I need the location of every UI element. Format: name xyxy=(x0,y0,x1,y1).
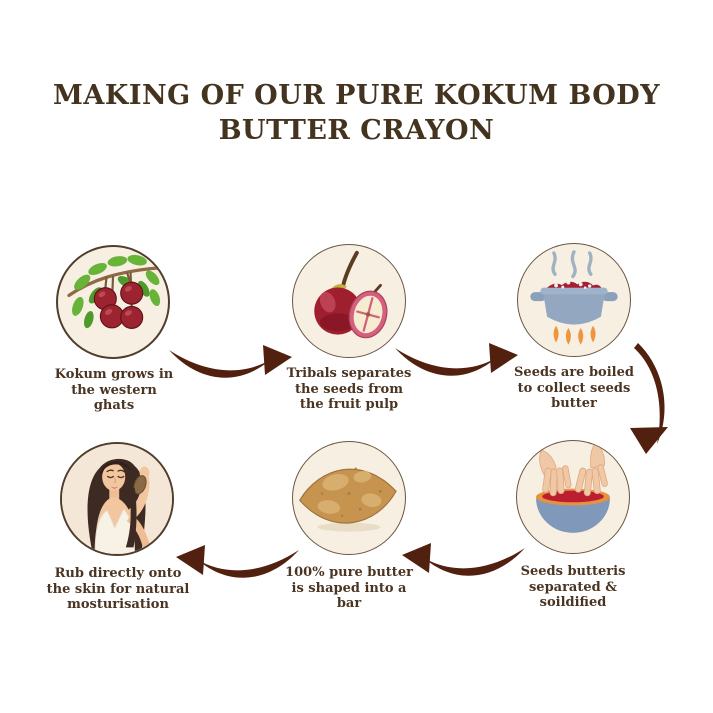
step-3-circle xyxy=(517,243,631,357)
arrow-step2-to-step3-icon xyxy=(395,343,518,376)
boiling-pot-icon xyxy=(530,250,618,345)
arrow-step4-to-step5-icon xyxy=(402,543,525,576)
arrow-step1-to-step2-icon xyxy=(169,345,292,378)
step-5-caption: 100% pure butter is shaped into a bar xyxy=(285,565,413,611)
step-3-caption: Seeds are boiled to collect seeds butter xyxy=(514,365,634,411)
kokum-fruit-cut-icon xyxy=(314,250,388,339)
woman-applying-butter-icon xyxy=(62,444,172,554)
step-6-caption: Rub directly onto the skin for natural m… xyxy=(46,566,190,612)
page-title: MAKING OF OUR PURE KOKUM BODY BUTTER CRA… xyxy=(53,80,660,146)
kokum-branch-icon xyxy=(67,254,161,329)
hands-kneading-bowl-icon xyxy=(536,442,610,533)
butter-bar-icon xyxy=(299,467,397,532)
step-1-circle xyxy=(56,245,170,359)
step-2-caption: Tribals separates the seeds from the fru… xyxy=(286,366,412,412)
step-2-circle xyxy=(292,244,406,358)
step-4-caption: Seeds butteris separated & soildified xyxy=(520,564,626,610)
arrow-step5-to-step6-icon xyxy=(176,545,299,578)
step-6-circle xyxy=(60,442,174,556)
step-4-circle xyxy=(516,440,630,554)
step-1-caption: Kokum grows in the western ghats xyxy=(54,367,174,413)
step-5-circle xyxy=(292,441,406,555)
arrow-step3-to-step4-icon xyxy=(630,343,668,454)
